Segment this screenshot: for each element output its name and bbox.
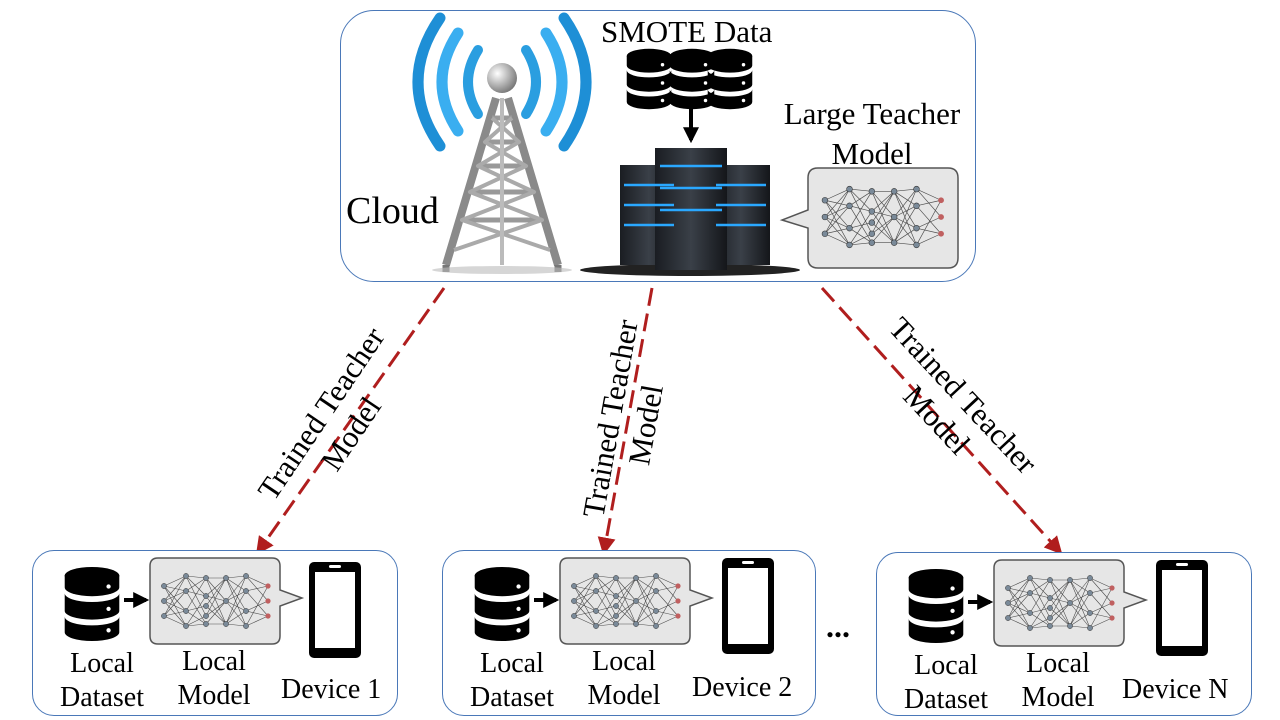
smote-label: SMOTE Data bbox=[601, 14, 773, 49]
server-icon bbox=[580, 148, 800, 276]
phone-icon-2 bbox=[722, 558, 774, 654]
teacher-label-line2: Model bbox=[831, 136, 913, 171]
antenna-waves-icon bbox=[412, 12, 592, 152]
dataset-label-2-line2: Dataset bbox=[470, 682, 554, 713]
dataset-label-3-line2: Dataset bbox=[904, 684, 988, 715]
model-label-1-line1: Local bbox=[182, 646, 246, 677]
model-label-2-line2: Model bbox=[587, 680, 661, 711]
cloud-label: Cloud bbox=[346, 190, 439, 232]
link-2-arrow bbox=[597, 287, 654, 556]
tower-top-icon bbox=[487, 63, 517, 93]
ellipsis: ... bbox=[826, 608, 850, 644]
link-3-arrow bbox=[820, 286, 1063, 555]
phone-icon-1 bbox=[309, 562, 361, 658]
teacher-label-line1: Large Teacher bbox=[783, 96, 961, 131]
dataset-label-3-line1: Local bbox=[914, 650, 978, 681]
device-label-2: Device 2 bbox=[692, 672, 793, 703]
device-label-3: Device N bbox=[1122, 674, 1229, 705]
link-1-arrow bbox=[255, 287, 446, 555]
model-label-2-line1: Local bbox=[592, 646, 656, 677]
model-label-3-line1: Local bbox=[1026, 648, 1090, 679]
model-label-1-line2: Model bbox=[177, 680, 251, 711]
dataset-label-1-line1: Local bbox=[70, 648, 134, 679]
device-label-1: Device 1 bbox=[281, 674, 382, 705]
local-dataset-icon-2 bbox=[474, 566, 530, 642]
local-dataset-icon-3 bbox=[908, 568, 964, 644]
local-dataset-icon-1 bbox=[64, 566, 120, 642]
phone-icon-3 bbox=[1156, 560, 1208, 656]
teacher-model-callout bbox=[779, 167, 959, 269]
dataset-label-1-line2: Dataset bbox=[60, 682, 144, 713]
model-label-3-line2: Model bbox=[1021, 682, 1095, 713]
dataset-label-2-line1: Local bbox=[480, 648, 544, 679]
